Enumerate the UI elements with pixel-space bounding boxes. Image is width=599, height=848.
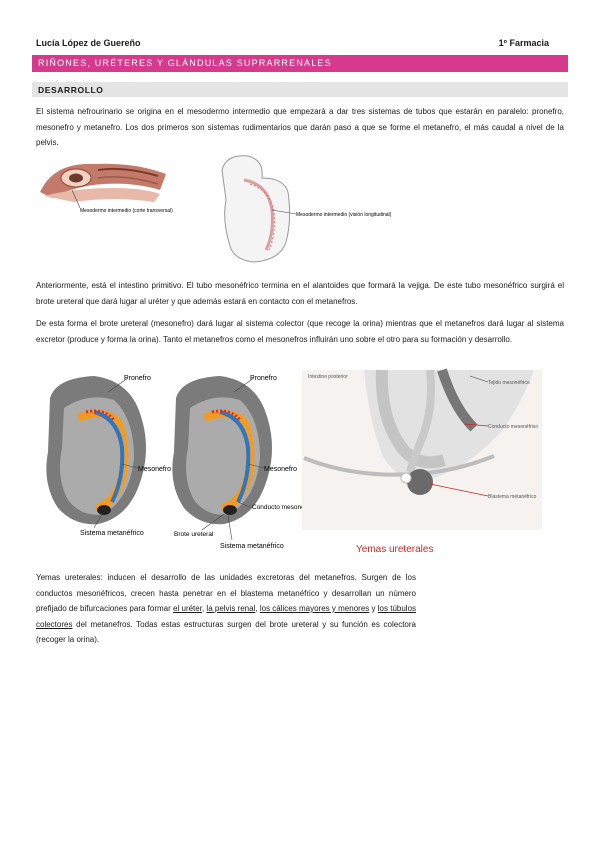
paragraph-2: Anteriormente, está el intestino primiti…: [36, 281, 564, 306]
paragraph-4-sep2: ,: [255, 604, 260, 613]
term-tubulos-colectores: los túbulos colectores: [36, 604, 417, 629]
label-middle-mesonefro: Mesonefro: [264, 466, 297, 473]
label-right-conducto: Conducto mesonéfrico: [488, 424, 538, 430]
paragraph-4: Yemas ureterales: inducen el desarrollo …: [36, 570, 416, 648]
embryo-longitudinal: [221, 155, 297, 263]
paragraph-1: El sistema nefrourinario se origina en e…: [36, 107, 564, 147]
ureteric-bud-detail: [302, 368, 542, 530]
label-left-pronefro: Pronefro: [124, 375, 151, 382]
paragraph-4-sep3: y: [369, 604, 378, 613]
label-left-mesonefro: Mesonefro: [138, 466, 171, 473]
subsection-title-bar: DESARROLLO: [32, 82, 568, 97]
term-ureter: el uréter: [173, 604, 202, 613]
section-title: RIÑONES, URÉTERES Y GLÁNDULAS SUPRARRENA…: [38, 58, 332, 68]
label-right-tejido: Tejido mesonéfrico: [488, 380, 530, 386]
paragraph-3: De esta forma el brote ureteral (mesonef…: [36, 319, 564, 344]
label-middle-sistema: Sistema metanéfrico: [220, 543, 284, 550]
author-name: Lucía López de Guereño: [36, 38, 141, 48]
caption-yemas-ureterales: Yemas ureterales: [356, 544, 433, 555]
term-pelvis-renal: la pelvis renal: [206, 604, 256, 613]
label-middle-conducto: Conducto mesonéfrico: [252, 504, 317, 511]
paragraph-4-end: del metanefros. Todas estas estructuras …: [36, 619, 416, 645]
label-longitudinal: Mesodermo intermedio (visión longitudina…: [296, 212, 392, 218]
paragraph-4-sep1: ,: [201, 604, 207, 613]
label-middle-brote: Brote ureteral: [174, 531, 214, 538]
embryo-cross-section: [40, 163, 166, 209]
term-calices: los cálices mayores y menores: [259, 604, 370, 613]
course-label: 1º Farmacia: [498, 38, 549, 48]
label-left-sistema: Sistema metanéfrico: [80, 530, 144, 537]
mesodermo-illustration: Mesodermo intermedio (corte transversal)…: [40, 155, 392, 263]
label-right-blastema: Blastema metanéfrico: [488, 494, 537, 500]
embryo-left: [46, 376, 147, 529]
paragraph-4-start: Yemas ureterales: inducen el desarrollo …: [36, 573, 416, 613]
section-title-bar: RIÑONES, URÉTERES Y GLÁNDULAS SUPRARRENA…: [32, 55, 568, 72]
label-middle-pronefro: Pronefro: [250, 375, 277, 382]
embryo-middle: [172, 376, 272, 541]
label-right-intestino: Intestino posterior: [308, 374, 348, 380]
figure-mesodermo: Mesodermo intermedio (corte transversal)…: [34, 150, 574, 265]
label-transversal: Mesodermo intermedio (corte transversal): [80, 208, 173, 214]
subsection-title: DESARROLLO: [38, 85, 104, 95]
figure-embryo-kidney: Pronefro Mesonefro Sistema metanéfrico P…: [34, 368, 554, 560]
embryo-kidney-illustration: Pronefro Mesonefro Sistema metanéfrico P…: [46, 368, 542, 555]
